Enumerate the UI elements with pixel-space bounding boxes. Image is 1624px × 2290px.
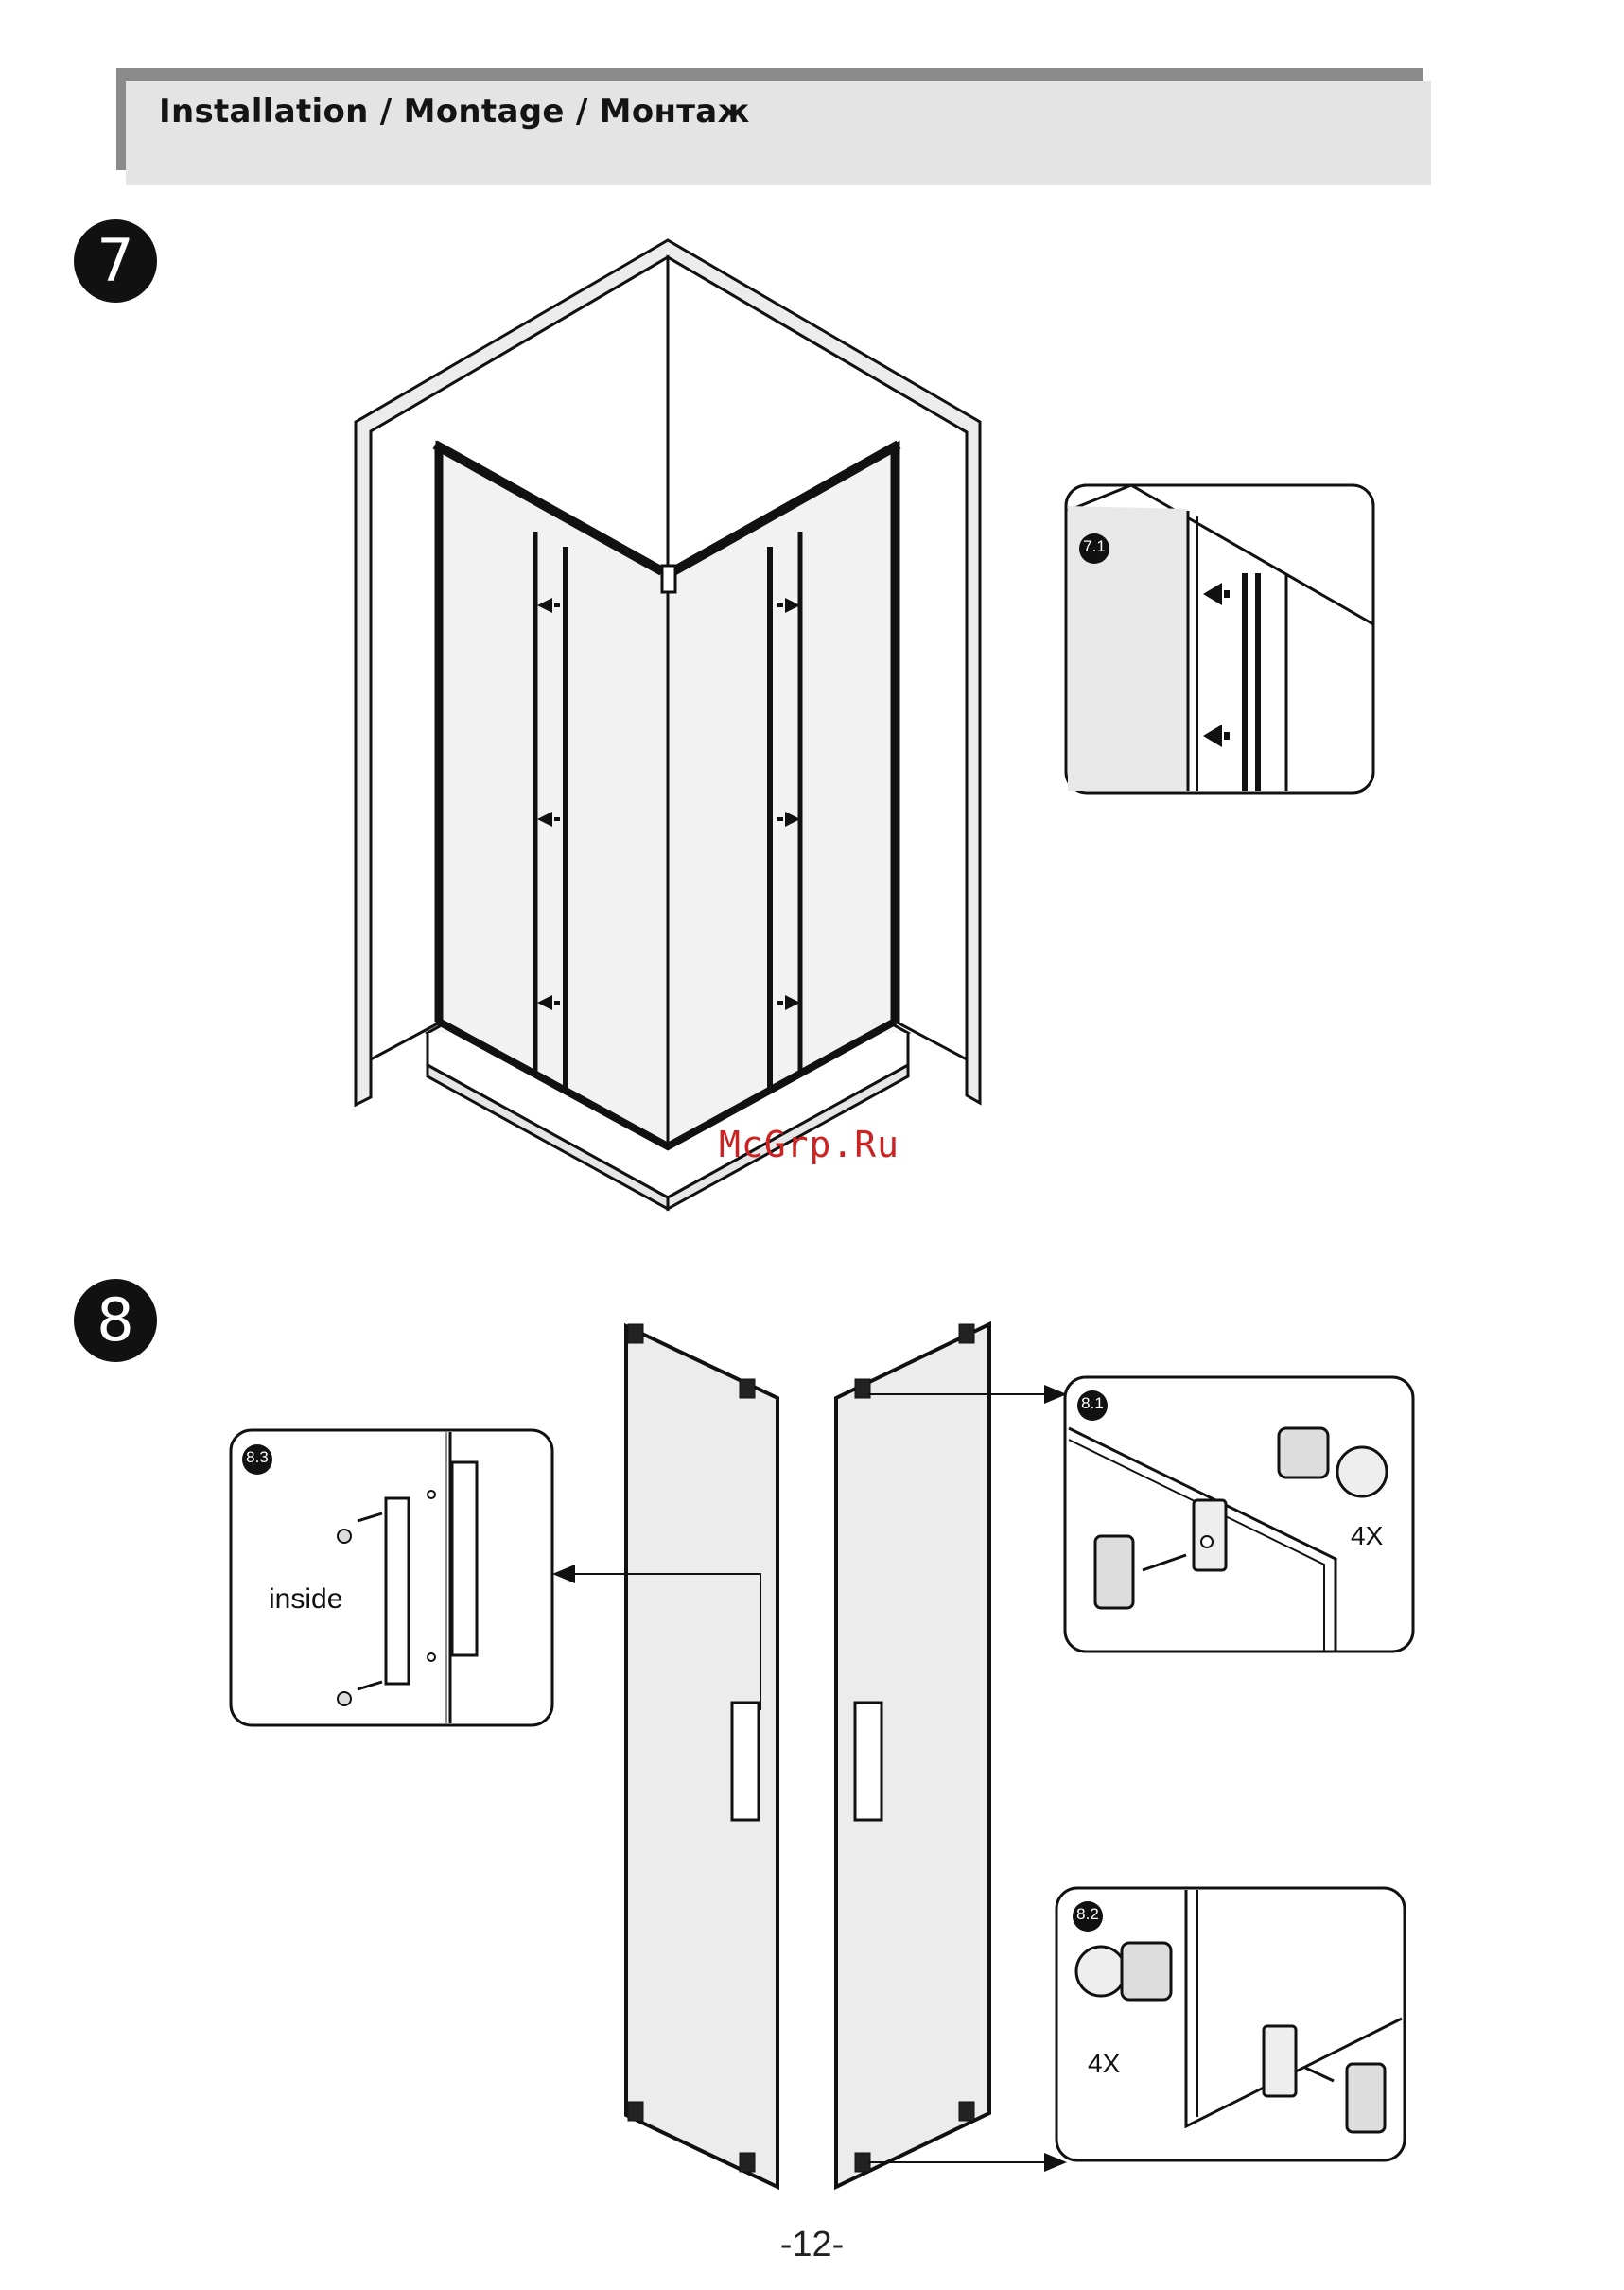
detail-8-2-quantity: 4X bbox=[1088, 2049, 1120, 2079]
detail-8-1-quantity: 4X bbox=[1351, 1521, 1383, 1551]
inside-label: inside bbox=[269, 1583, 342, 1616]
watermark: McGrp.Ru bbox=[719, 1124, 899, 1165]
detail-8-1-drawing bbox=[1065, 1377, 1413, 1652]
detail-8-1-label: 8.1 bbox=[1077, 1394, 1108, 1413]
detail-8-3-label: 8.3 bbox=[242, 1448, 272, 1467]
door-panels-drawing bbox=[626, 1324, 989, 2187]
detail-8-3-drawing bbox=[231, 1430, 552, 1725]
detail-7-1-drawing bbox=[1066, 485, 1373, 793]
detail-8-2-drawing bbox=[1056, 1888, 1405, 2160]
detail-7-1-label: 7.1 bbox=[1079, 537, 1109, 556]
shower-enclosure-drawing bbox=[356, 240, 980, 1209]
detail-8-2-label: 8.2 bbox=[1073, 1905, 1103, 1924]
page-number: -12- bbox=[0, 2225, 1624, 2265]
